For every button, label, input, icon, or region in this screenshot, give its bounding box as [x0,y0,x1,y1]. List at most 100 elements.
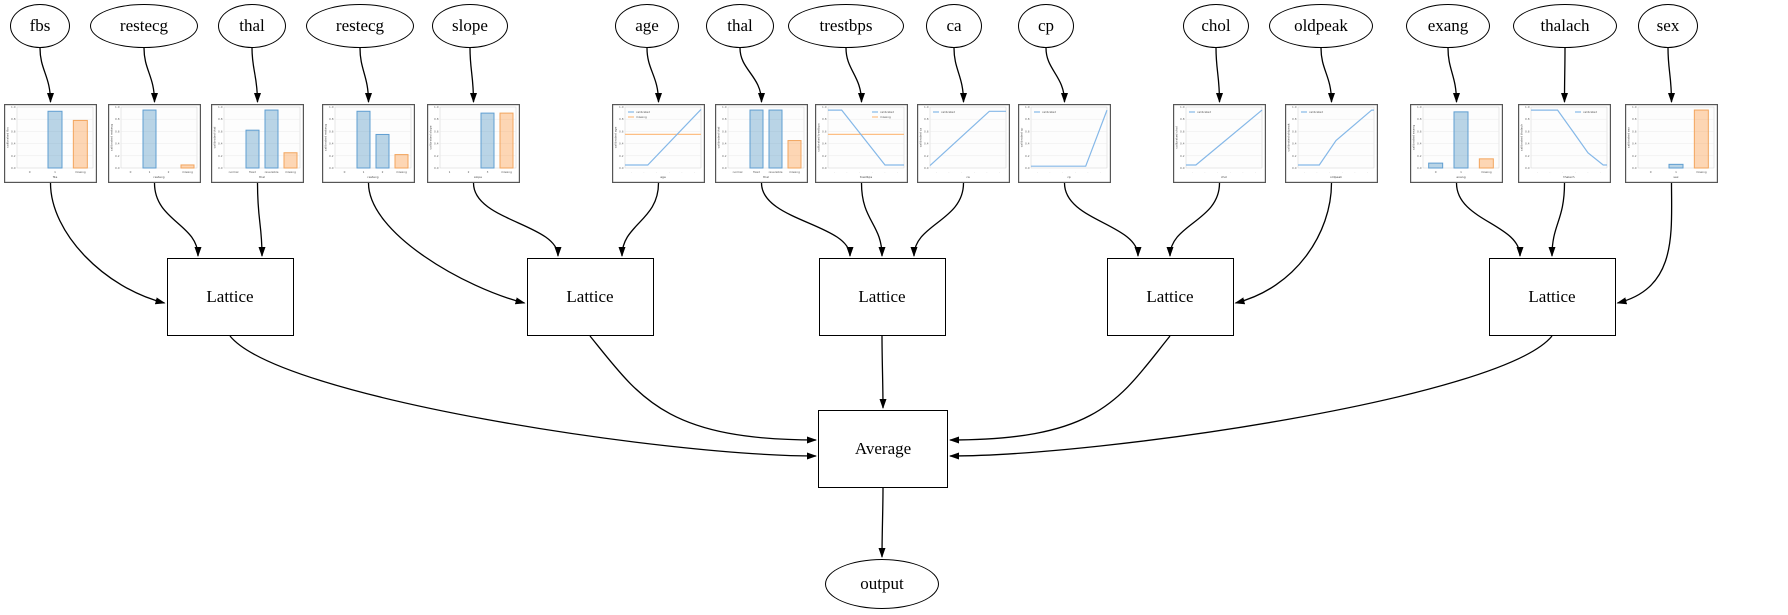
svg-text:2: 2 [468,170,470,174]
svg-text:0.4: 0.4 [1180,142,1185,146]
edge [49,182,166,305]
svg-text:0.2: 0.2 [1525,154,1530,158]
edge [1548,182,1566,257]
lattice-box-1: Lattice [166,258,294,336]
svg-text:0: 0 [1435,170,1437,174]
svg-text:0: 0 [29,170,31,174]
svg-text:0.2: 0.2 [722,154,727,158]
feature-ellipse-cp-9: cp [1018,4,1074,48]
svg-text:1.0: 1.0 [1632,105,1637,109]
svg-text:calibrated cp: calibrated cp [1020,128,1024,148]
edge [359,47,372,103]
svg-text:normal: normal [733,170,743,174]
svg-text:missing: missing [880,115,891,119]
svg-text:calibrated ca: calibrated ca [919,128,923,148]
svg-text:reversible: reversible [769,170,783,174]
edge [1616,182,1673,305]
feature-ellipse-thal-2: thal [218,4,286,48]
svg-text:0.4: 0.4 [434,142,439,146]
svg-text:0.4: 0.4 [1292,142,1297,146]
edge [739,47,765,103]
svg-text:0.4: 0.4 [218,142,223,146]
edge [1561,47,1569,103]
svg-text:calibrated: calibrated [636,110,650,114]
lattice-label: Lattice [1146,287,1194,306]
svg-text:0.4: 0.4 [1025,142,1030,146]
svg-text:·: · [1037,170,1038,174]
svg-text:0.6: 0.6 [1292,129,1297,133]
svg-text:calibrated restecg: calibrated restecg [110,124,114,151]
svg-text:1.0: 1.0 [1292,105,1297,109]
svg-text:0.8: 0.8 [329,117,334,121]
svg-text:0: 0 [1650,170,1652,174]
svg-text:ca: ca [966,175,970,179]
svg-text:calibrated: calibrated [880,110,894,114]
svg-text:·: · [694,170,695,174]
lattice-box-5: Lattice [1488,258,1616,336]
svg-text:·: · [1342,170,1343,174]
feature-label: thalach [1540,16,1590,35]
edge [949,335,1171,444]
svg-text:0.6: 0.6 [115,129,120,133]
feature-label: thal [239,16,265,35]
svg-text:missing: missing [1696,170,1707,174]
svg-text:0.4: 0.4 [11,142,16,146]
svg-text:0.0: 0.0 [218,166,223,170]
svg-text:·: · [1205,170,1206,174]
svg-text:0: 0 [130,170,132,174]
svg-text:0.4: 0.4 [1632,142,1637,146]
svg-text:2: 2 [382,170,384,174]
svg-text:1.0: 1.0 [218,105,223,109]
lattice-label: Lattice [566,287,614,306]
svg-text:0.6: 0.6 [1025,129,1030,133]
edge [860,182,886,257]
svg-text:·: · [631,170,632,174]
feature-ellipse-thal-6: thal [706,4,774,48]
svg-text:0.8: 0.8 [1025,117,1030,121]
svg-text:0.0: 0.0 [619,166,624,170]
svg-text:1.0: 1.0 [619,105,624,109]
svg-text:0.8: 0.8 [1632,117,1637,121]
edge [1667,47,1675,103]
svg-text:0.6: 0.6 [822,129,827,133]
svg-text:0.2: 0.2 [218,154,223,158]
svg-text:0.0: 0.0 [1632,166,1637,170]
svg-text:fixed: fixed [249,170,256,174]
svg-text:0.0: 0.0 [924,166,929,170]
feature-label: oldpeak [1294,16,1348,35]
edge [910,182,965,257]
svg-text:1.0: 1.0 [1525,105,1530,109]
svg-text:calibrated exang: calibrated exang [1412,125,1416,150]
edge [1166,182,1221,257]
svg-text:·: · [1367,170,1368,174]
svg-text:·: · [1329,170,1330,174]
svg-text:·: · [669,170,670,174]
svg-text:1: 1 [149,170,151,174]
feature-ellipse-restecg-3: restecg [306,4,414,48]
svg-text:1.0: 1.0 [329,105,334,109]
edge [367,182,526,305]
feature-label: chol [1201,16,1231,35]
feature-ellipse-restecg-1: restecg [90,4,198,48]
svg-text:calibrated thal: calibrated thal [213,126,217,148]
svg-text:1.0: 1.0 [1180,105,1185,109]
feature-ellipse-age-5: age [615,4,679,48]
svg-text:0.6: 0.6 [722,129,727,133]
svg-text:·: · [936,170,937,174]
svg-text:·: · [834,170,835,174]
svg-text:0.4: 0.4 [1417,142,1422,146]
svg-text:0.4: 0.4 [1525,142,1530,146]
svg-text:normal: normal [229,170,239,174]
svg-text:1.0: 1.0 [115,105,120,109]
edge [1320,47,1335,103]
svg-text:0.0: 0.0 [1525,166,1530,170]
svg-text:·: · [961,170,962,174]
svg-text:0.8: 0.8 [822,117,827,121]
svg-text:1.0: 1.0 [11,105,16,109]
svg-text:chol: chol [1221,175,1227,179]
svg-text:0.0: 0.0 [115,166,120,170]
